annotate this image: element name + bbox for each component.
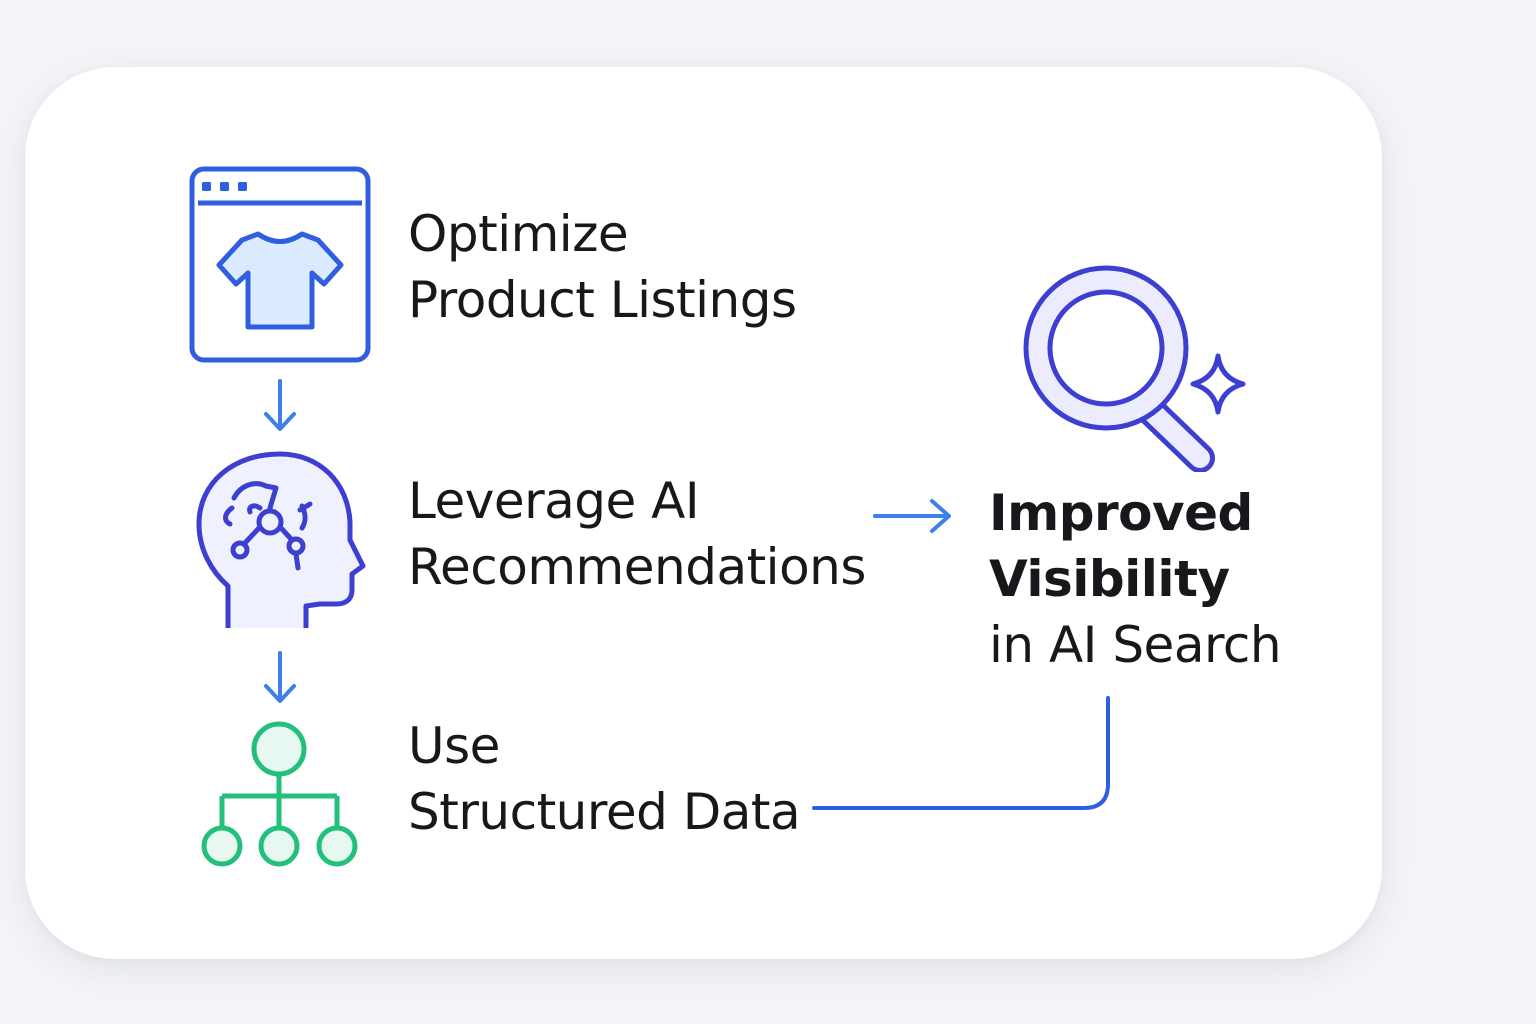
step-label-optimize: Optimize Product Listings [408,201,797,333]
step-label-line: Optimize [408,205,629,263]
result-subtitle-line: in AI Search [989,616,1282,674]
product-listing-icon [189,166,371,363]
result-title-line: Improved [989,484,1253,542]
result-title-line: Visibility [989,550,1230,608]
arrow-down-icon [264,651,296,703]
search-sparkle-icon [1023,265,1246,472]
result-label: Improved Visibility in AI Search [989,480,1282,678]
arrow-right-icon [873,499,951,533]
ai-head-icon [196,451,366,628]
step-label-line: Structured Data [408,783,801,841]
arrow-down-icon [264,379,296,431]
step-label-line: Leverage AI [408,472,700,530]
step-label-line: Recommendations [408,538,866,596]
step-label-line: Product Listings [408,271,797,329]
step-label-line: Use [408,717,500,775]
step-label-structured: Use Structured Data [408,713,801,845]
step-label-leverage: Leverage AI Recommendations [408,468,866,600]
structured-data-icon [201,721,358,867]
